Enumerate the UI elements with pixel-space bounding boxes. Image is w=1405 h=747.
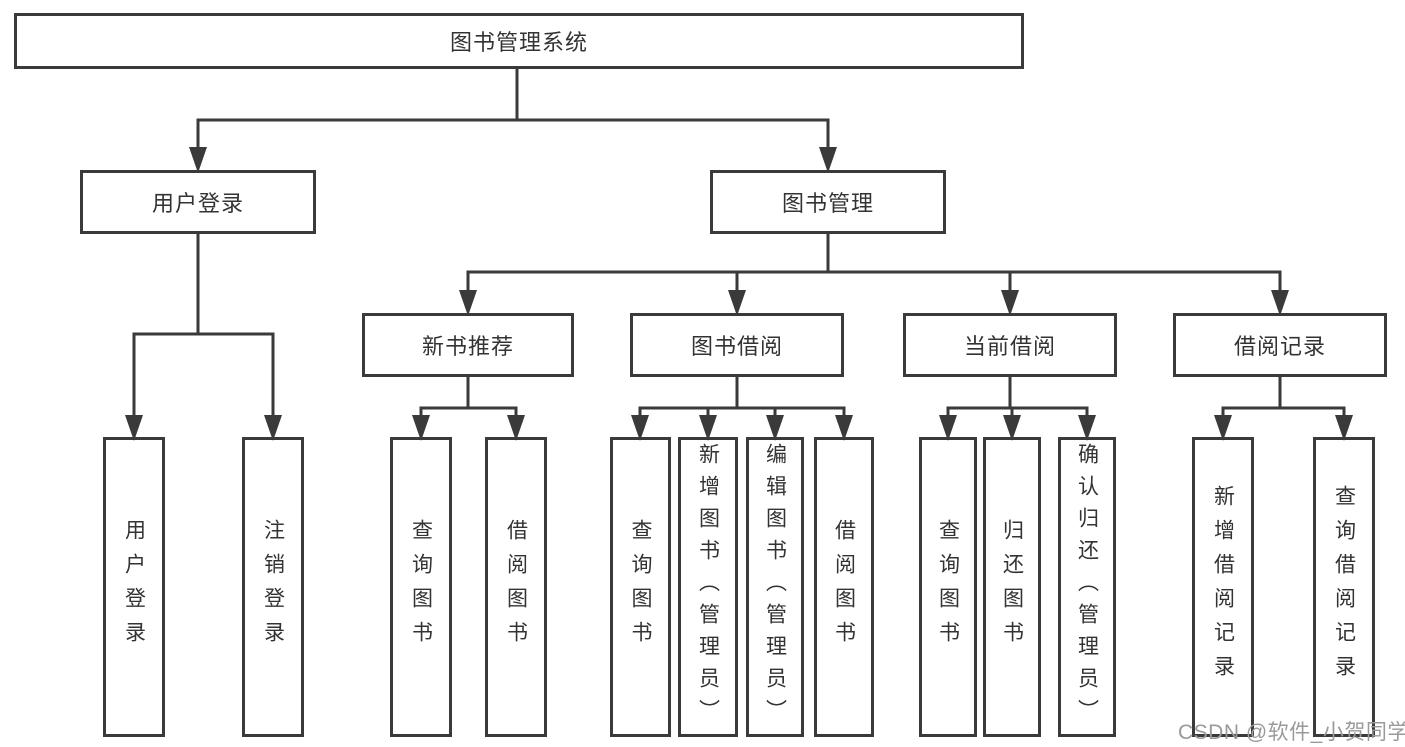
node-borrow-record-label: 借阅记录	[1233, 334, 1326, 359]
leaf-br-query-record: 查询借阅记录	[1313, 437, 1375, 737]
node-new-book-recommend-label: 新书推荐	[421, 334, 514, 359]
leaf-cb-confirm-return-admin: 确认归还（管理员）	[1058, 437, 1116, 737]
leaf-bb-borrow-book: 借阅图书	[814, 437, 874, 737]
csdn-watermark: CSDN @软件_小贺同学	[1178, 721, 1405, 744]
leaf-logout: 注销登录	[242, 437, 304, 737]
leaf-bb-add-book-admin-label: 新增图书（管理员）	[696, 443, 720, 731]
leaf-br-add-record: 新增借阅记录	[1192, 437, 1254, 737]
connector-root-to-level2	[196, 68, 830, 152]
leaf-rec-query-book-label: 查询图书	[409, 519, 433, 655]
leaf-logout-label: 注销登录	[261, 519, 285, 655]
leaf-bb-edit-book-admin: 编辑图书（管理员）	[746, 437, 804, 737]
connector-new-rec-to-leaves	[419, 375, 518, 420]
leaf-cb-confirm-return-admin-label: 确认归还（管理员）	[1075, 443, 1099, 731]
leaf-bb-borrow-book-label: 借阅图书	[832, 519, 856, 655]
leaf-bb-query-book-label: 查询图书	[629, 519, 652, 655]
leaf-bb-edit-book-admin-label: 编辑图书（管理员）	[763, 443, 787, 731]
leaf-rec-query-book: 查询图书	[390, 437, 452, 737]
leaf-rec-borrow-book-label: 借阅图书	[504, 519, 528, 655]
node-user-login: 用户登录	[80, 170, 316, 234]
leaf-user-login-label: 用户登录	[122, 519, 146, 655]
connector-current-borrow-to-leaves	[946, 375, 1089, 420]
connector-borrow-record-to-leaves	[1221, 375, 1346, 420]
node-current-borrow: 当前借阅	[903, 313, 1117, 377]
node-book-management: 图书管理	[710, 170, 946, 234]
connector-book-mgmt-to-level3	[466, 232, 1282, 295]
leaf-user-login: 用户登录	[103, 437, 165, 737]
node-root: 图书管理系统	[14, 13, 1024, 69]
node-root-label: 图书管理系统	[449, 30, 588, 55]
node-book-borrow-label: 图书借阅	[690, 334, 783, 359]
connector-book-borrow-to-leaves	[638, 375, 846, 420]
leaf-cb-query-book-label: 查询图书	[936, 519, 960, 655]
leaf-br-add-record-label: 新增借阅记录	[1211, 485, 1235, 689]
node-user-login-label: 用户登录	[151, 191, 244, 216]
leaf-cb-query-book: 查询图书	[919, 437, 977, 737]
leaf-cb-return-book: 归还图书	[983, 437, 1041, 737]
leaf-br-query-record-label: 查询借阅记录	[1332, 485, 1356, 689]
leaf-rec-borrow-book: 借阅图书	[485, 437, 547, 737]
leaf-bb-query-book: 查询图书	[610, 437, 671, 737]
leaf-bb-add-book-admin: 新增图书（管理员）	[678, 437, 738, 737]
node-book-management-label: 图书管理	[781, 191, 874, 216]
node-book-borrow: 图书借阅	[630, 313, 844, 377]
connector-user-login-to-leaves	[132, 232, 275, 420]
node-borrow-record: 借阅记录	[1173, 313, 1387, 377]
node-current-borrow-label: 当前借阅	[963, 334, 1056, 359]
node-new-book-recommend: 新书推荐	[362, 313, 574, 377]
leaf-cb-return-book-label: 归还图书	[1000, 519, 1024, 655]
